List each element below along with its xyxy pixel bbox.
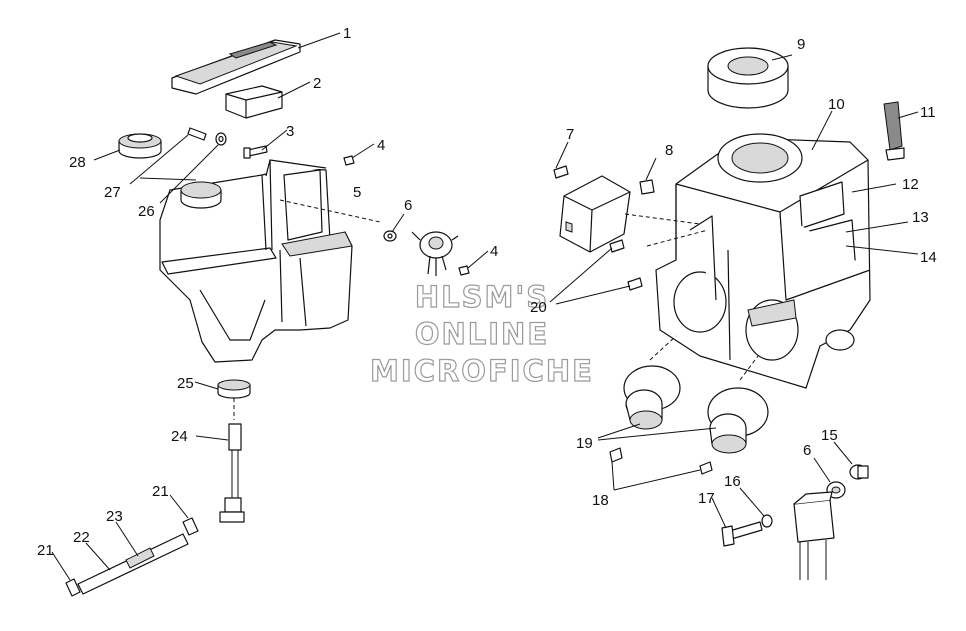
part-sender-stem (219, 423, 245, 523)
part-intake-boot-right (707, 387, 769, 454)
callout-11: 11 (920, 104, 936, 121)
callout-13: 13 (912, 209, 929, 226)
callout-4-upper: 4 (377, 137, 385, 154)
callout-8: 8 (665, 142, 673, 159)
part-filler-cap (118, 133, 162, 159)
callout-27: 27 (104, 184, 121, 201)
part-bolt-17 (721, 521, 763, 547)
callout-7: 7 (566, 126, 574, 143)
part-air-box (655, 133, 871, 389)
callout-20: 20 (530, 299, 547, 316)
callout-16: 16 (724, 473, 741, 490)
callout-4-lower: 4 (490, 243, 498, 260)
callout-12: 12 (902, 176, 919, 193)
watermark-line-3: MICROFICHE (370, 354, 594, 388)
callout-1: 1 (343, 25, 351, 42)
part-nut-upper (343, 155, 355, 166)
watermark: HLSM'S ONLINE MICROFICHE (369, 279, 594, 388)
part-drain-plug (217, 379, 251, 399)
callout-9: 9 (797, 36, 805, 53)
part-grommet-left (383, 230, 397, 242)
callout-17: 17 (698, 490, 715, 507)
part-washer-16 (761, 514, 773, 528)
part-foam-block (225, 85, 283, 119)
callout-28: 28 (69, 154, 86, 171)
part-electronic-module (559, 175, 631, 253)
part-screw-3 (243, 145, 268, 159)
callout-22: 22 (73, 529, 90, 546)
callout-26: 26 (138, 203, 155, 220)
part-nut-lower (458, 265, 470, 276)
part-hose-assembly (65, 517, 199, 597)
callout-21-left: 21 (37, 542, 54, 559)
part-retaining-clip (883, 101, 905, 161)
callout-25: 25 (177, 375, 194, 392)
callout-10: 10 (828, 96, 845, 113)
watermark-line-1: HLSM'S (415, 280, 549, 314)
callout-18: 18 (592, 492, 609, 509)
callout-21-right: 21 (152, 483, 169, 500)
callout-24: 24 (171, 428, 188, 445)
part-ignition-coil (793, 491, 835, 580)
callout-numbers: 1 2 3 4 5 6 4 28 27 26 25 24 21 23 22 21… (37, 25, 937, 559)
watermark-line-2: ONLINE (415, 317, 549, 351)
callout-6-left: 6 (404, 197, 412, 214)
callout-6-right: 6 (803, 442, 811, 459)
part-intake-boot-left (623, 365, 681, 430)
part-screws-18 (609, 447, 713, 475)
part-cover-plate (171, 39, 301, 95)
part-oil-tank (159, 159, 353, 363)
part-screw-7 (553, 165, 569, 179)
callout-15: 15 (821, 427, 838, 444)
part-foam-ring (707, 47, 789, 109)
callout-5: 5 (353, 184, 361, 201)
callout-14: 14 (920, 249, 937, 266)
leader-lines (51, 32, 919, 581)
part-screws-20 (609, 239, 643, 291)
part-bushing-15 (849, 464, 869, 480)
part-bolt-washer (187, 127, 227, 146)
callout-23: 23 (106, 508, 123, 525)
part-nut-8 (639, 179, 655, 195)
part-level-sensor (411, 231, 459, 276)
callout-3: 3 (286, 123, 294, 140)
callout-2: 2 (313, 75, 321, 92)
assembly-guide-lines (233, 199, 759, 420)
callout-19: 19 (576, 435, 593, 452)
